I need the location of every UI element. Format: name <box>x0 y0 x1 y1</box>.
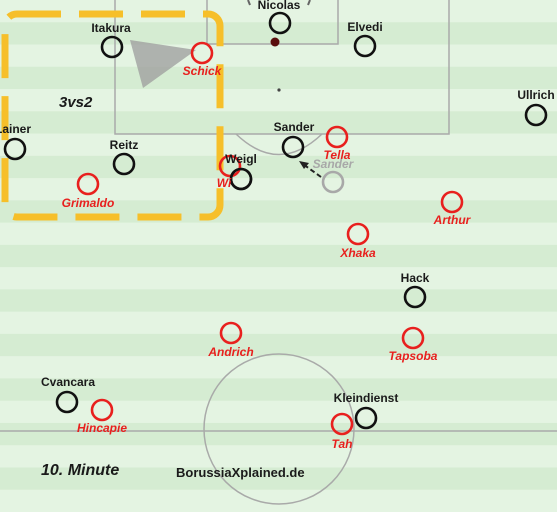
player-marker-tah <box>330 412 354 436</box>
player-label-schick: Schick <box>182 64 222 78</box>
player-label-itakura: Itakura <box>91 21 131 35</box>
player-label-grimaldo: Grimaldo <box>61 196 115 210</box>
player-marker-grimaldo <box>76 172 100 196</box>
pitch-stripe <box>0 89 557 112</box>
watermark: BorussiaXplained.de <box>176 465 305 480</box>
player-marker-tella <box>325 125 349 149</box>
player-marker-cvancara <box>55 390 79 414</box>
ball <box>270 37 280 47</box>
player-marker-andrich <box>219 321 243 345</box>
player-marker-schick <box>190 41 214 65</box>
pitch-stripe <box>0 222 557 246</box>
player-marker-lainer <box>3 137 27 161</box>
player-marker-itakura <box>100 35 124 59</box>
player-marker-elvedi <box>353 34 377 58</box>
player-label-tah: Tah <box>331 437 353 451</box>
penalty-area <box>114 0 450 135</box>
overload-zone <box>1 10 224 221</box>
player-label-elvedi: Elvedi <box>347 20 383 34</box>
player-marker-weigl-front <box>229 167 253 191</box>
player-label-ullrich: Ullrich <box>517 88 555 102</box>
player-marker-hincapie <box>90 398 114 422</box>
pitch-stripe <box>0 467 557 491</box>
player-label-nicolas: Nicolas <box>257 0 301 12</box>
goal-post-left <box>247 0 251 6</box>
pitch-stripe <box>0 422 557 446</box>
player-marker-hack <box>403 285 427 309</box>
player-marker-kleindienst <box>354 406 378 430</box>
player-label-andrich: Andrich <box>208 345 254 359</box>
pitch-stripe <box>0 178 557 201</box>
player-marker-wirtz <box>218 154 242 178</box>
pitch-stripe <box>0 111 557 135</box>
penalty-arc <box>235 133 323 156</box>
player-label-wirtz: Wi <box>216 176 232 190</box>
player-label-sander-ghost: Sander <box>312 157 354 171</box>
cover-shadow <box>130 40 196 88</box>
player-label-tella: Tella <box>323 148 351 162</box>
player-label-reitz: Reitz <box>109 138 139 152</box>
pitch-stripe <box>0 400 557 424</box>
pitch-stripe <box>0 289 557 313</box>
pitch-stripe <box>0 311 557 335</box>
player-marker-reitz <box>112 152 136 176</box>
pitch-stripe <box>0 66 557 90</box>
player-label-hincapie: Hincapie <box>76 421 128 435</box>
player-marker-arthur <box>440 190 464 214</box>
pitch-stripe <box>0 489 557 512</box>
minute-label: 10. Minute <box>41 462 120 479</box>
player-marker-nicolas <box>268 11 292 35</box>
player-label-arthur: Arthur <box>433 213 471 227</box>
player-label-kleindienst: Kleindienst <box>333 391 399 405</box>
penalty-spot <box>277 88 281 92</box>
pitch-stripe <box>0 0 557 23</box>
pitch-stripe <box>0 333 557 357</box>
player-label-tapsoba: Tapsoba <box>388 349 438 363</box>
centre-circle <box>203 353 355 505</box>
player-label-cvancara: Cvancara <box>40 375 96 389</box>
pitch-stripe <box>0 445 557 469</box>
player-marker-tapsoba <box>401 326 425 350</box>
pitch-stripe <box>0 244 557 268</box>
player-marker-sander-ghost <box>321 170 345 194</box>
goal-post-right <box>307 0 311 6</box>
pitch-stripe <box>0 356 557 380</box>
pitch-stripe <box>0 44 557 68</box>
player-marker-xhaka <box>346 222 370 246</box>
player-marker-sander <box>281 135 305 159</box>
arrow-head <box>299 161 309 169</box>
player-label-weigl: Weigl <box>225 152 257 166</box>
player-label-sander: Sander <box>273 120 315 134</box>
pitch-stripe <box>0 378 557 402</box>
player-label-xhaka: Xhaka <box>340 246 376 260</box>
player-marker-ullrich <box>524 103 548 127</box>
pitch-stripe <box>0 155 557 179</box>
player-label-lainer: Lainer <box>0 122 32 136</box>
overload-label: 3vs2 <box>59 94 93 111</box>
player-label-hack: Hack <box>400 271 430 285</box>
pitch-stripe <box>0 133 557 157</box>
pitch-stripe <box>0 267 557 290</box>
